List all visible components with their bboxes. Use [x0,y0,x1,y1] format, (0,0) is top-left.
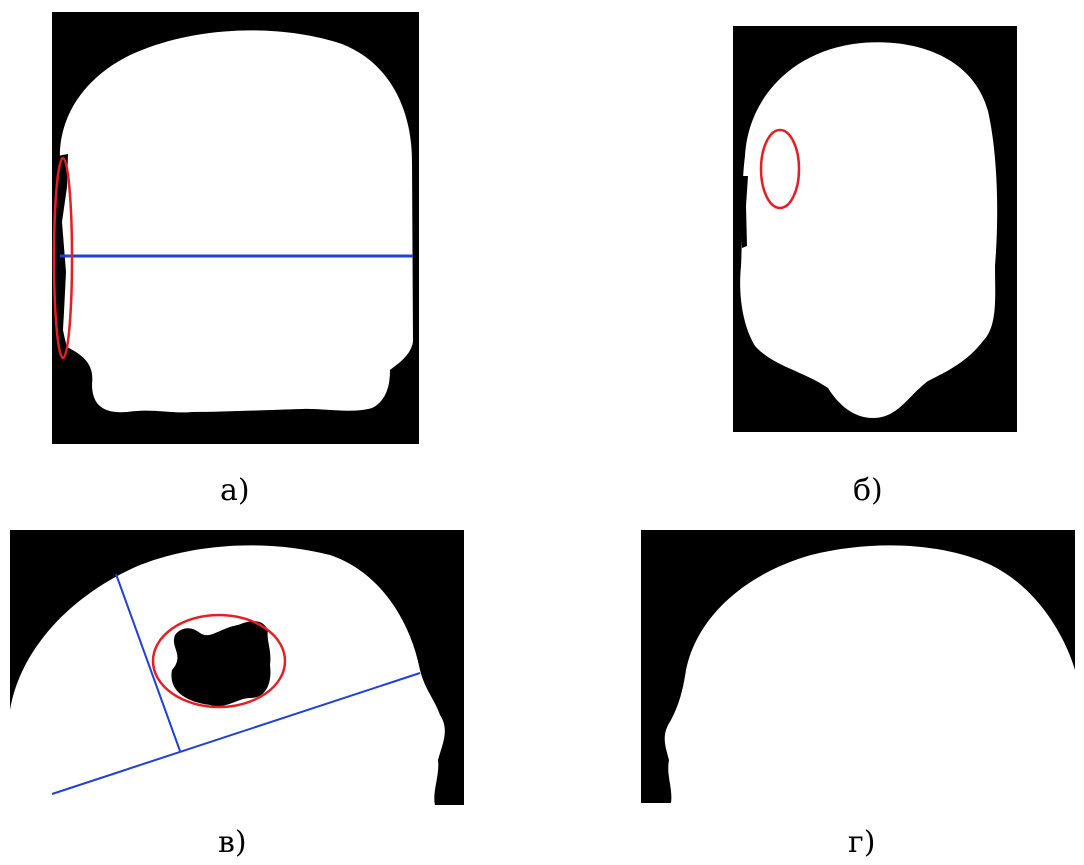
figure-b-image [733,26,1017,432]
figure-b-defect [739,176,748,248]
figure-b-head-mask [740,42,998,418]
figure-a-head-mask [58,30,413,413]
figure-g-image [641,530,1075,803]
figure-v-blue-line-long [51,672,421,795]
figure-a-image [52,12,419,444]
figure-g-caption: г) [848,825,876,860]
figure-v-red-ellipse [151,613,287,709]
figure-v-hole [171,621,271,707]
figure-g-head-mask [664,545,1075,803]
figure-v-image [10,530,464,805]
figure-v-blue-line-short [115,573,181,752]
figure-v-caption: в) [218,825,247,860]
figure-a-red-ellipse [52,156,74,360]
figure-b-red-ellipse [759,128,801,210]
figure-b-caption: б) [853,473,883,508]
figure-a-caption: а) [220,473,250,508]
